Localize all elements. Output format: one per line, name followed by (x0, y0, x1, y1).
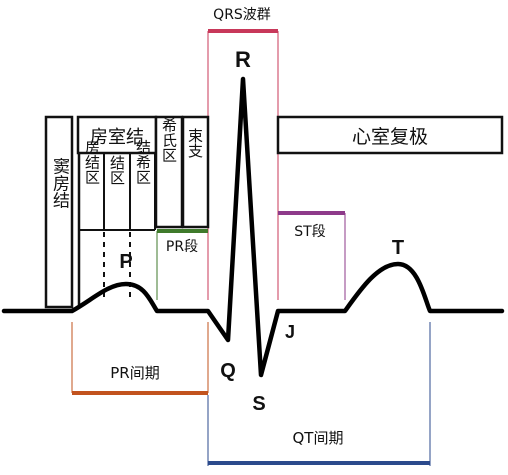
st-segment-label: ST段 (294, 224, 325, 240)
nodohisian-label: 结希区 (134, 140, 152, 185)
av-node-label: 房室结 (90, 127, 144, 148)
pr-segment-label: PR段 (166, 239, 198, 255)
av-node-box (76, 115, 158, 155)
ecg-trace (1, 76, 505, 378)
nodal-label: 结区 (108, 155, 126, 185)
bundle-branch-label: 束支 (186, 128, 204, 158)
sinoatrial-box (44, 115, 74, 309)
s-wave-label: S (252, 393, 265, 415)
ventricular-repolarization-label: 心室复极 (352, 126, 428, 148)
ventricular-repolarization-box (276, 115, 504, 155)
bundle-branch-box (181, 115, 210, 229)
atrionodal-label: 房结区 (83, 140, 101, 185)
j-point-label: J (285, 322, 295, 342)
pr-interval-label: PR间期 (110, 364, 159, 382)
q-wave-label: Q (220, 360, 236, 382)
r-wave-label: R (235, 47, 251, 72)
his-region-label: 希氏区 (160, 118, 178, 163)
t-wave-label: T (392, 237, 404, 259)
qt-interval-label: QT间期 (293, 429, 344, 447)
sinoatrial-label: 窦房结 (49, 157, 70, 208)
qrs-complex-label: QRS波群 (213, 7, 271, 23)
